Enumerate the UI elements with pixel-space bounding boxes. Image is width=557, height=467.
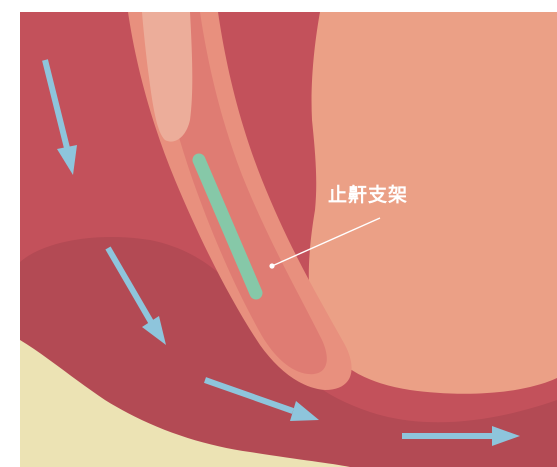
stent-label: 止鼾支架	[328, 180, 408, 207]
callout-dot	[269, 263, 274, 268]
